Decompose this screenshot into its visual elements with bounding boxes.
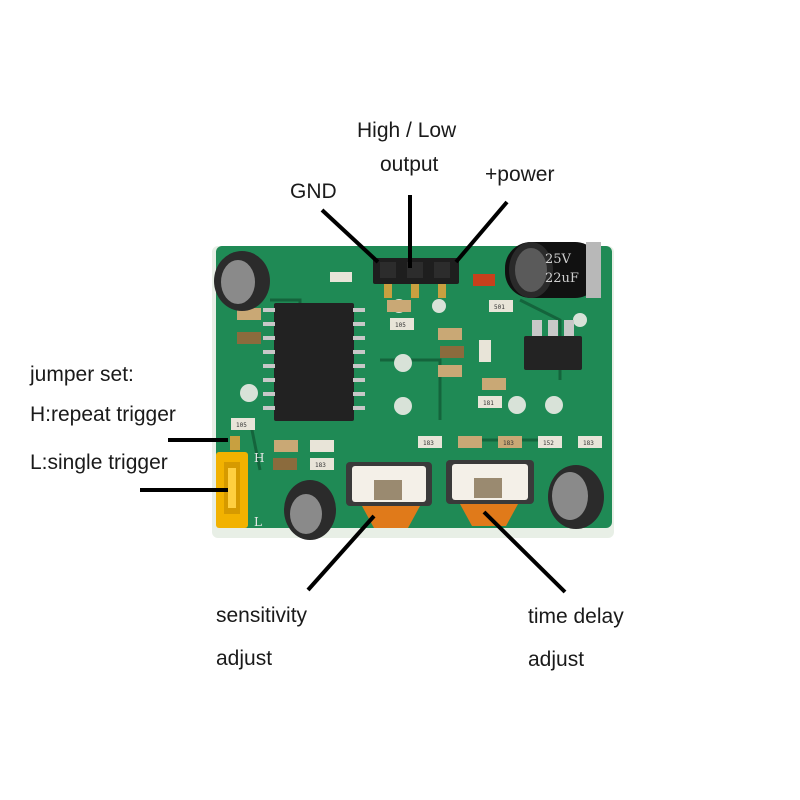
resistor-code: 183 xyxy=(583,440,594,447)
sensitivity-label-line2: adjust xyxy=(216,647,273,670)
gnd-label: GND xyxy=(290,180,337,203)
jumper-block: H L xyxy=(216,436,264,529)
resistor-code: 183 xyxy=(423,440,434,447)
small-capacitor-bottom xyxy=(284,480,336,540)
capacitor-voltage: 25V xyxy=(545,252,572,267)
diode xyxy=(473,274,495,286)
capacitor-value: 22uF xyxy=(545,271,579,286)
mounting-hole xyxy=(573,313,587,327)
resistor-code: 183 xyxy=(503,440,514,447)
mounting-hole xyxy=(240,384,258,402)
jumper-l-label: L:single trigger xyxy=(30,451,168,474)
resistor-code: 105 xyxy=(236,422,247,429)
small-capacitor-top-left xyxy=(214,251,270,311)
power-leader-line xyxy=(454,200,509,264)
resistor-code: 501 xyxy=(494,304,505,311)
sensitivity-potentiometer xyxy=(346,462,432,528)
sensitivity-label-line1: sensitivity xyxy=(216,604,308,627)
resistor-code: 105 xyxy=(395,322,406,329)
jumper-l-mark: L xyxy=(254,515,262,529)
mounting-hole xyxy=(394,354,412,372)
resistor-code: 183 xyxy=(315,462,326,469)
delay-label-line2: adjust xyxy=(528,648,585,671)
mounting-hole xyxy=(432,299,446,313)
jumper-title-label: jumper set: xyxy=(30,363,134,386)
delay-label-line1: time delay xyxy=(528,605,624,628)
power-label: +power xyxy=(485,163,555,186)
delay-potentiometer xyxy=(446,460,534,526)
voltage-regulator xyxy=(524,320,582,370)
jumper-h-label: H:repeat trigger xyxy=(30,403,176,426)
jumper-h-mark: H xyxy=(254,451,264,465)
mounting-hole xyxy=(545,396,563,414)
small-capacitor-bottom-right xyxy=(548,465,604,529)
resistor-code: 181 xyxy=(483,400,494,407)
resistor-code: 152 xyxy=(543,440,554,447)
ic-chip xyxy=(263,303,365,421)
mounting-hole xyxy=(508,396,526,414)
mounting-hole xyxy=(394,397,412,415)
delay-leader-line xyxy=(482,510,567,594)
gnd-leader-line xyxy=(320,208,380,264)
sensitivity-leader-line xyxy=(306,514,376,592)
output-label-line2: output xyxy=(380,153,439,176)
smd-components xyxy=(231,272,602,470)
output-label-line1: High / Low xyxy=(357,119,457,142)
electrolytic-capacitor: 25V 22uF xyxy=(505,242,601,298)
